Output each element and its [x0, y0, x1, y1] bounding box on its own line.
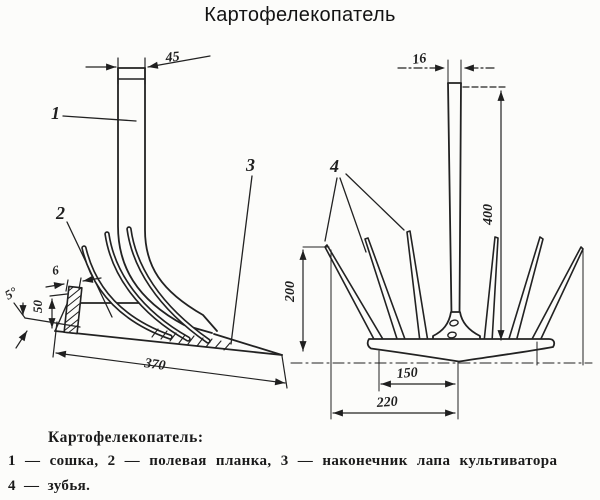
bolt-hole-lower	[447, 331, 457, 339]
tine-shading	[151, 328, 231, 351]
dim-angle-text: 5°	[2, 283, 20, 302]
part-label-1: 1	[51, 103, 60, 123]
caption-parts-line: 1 — сошка, 2 — полевая планка, 3 — након…	[8, 453, 558, 469]
caption-teeth-line: 4 — зубья.	[8, 478, 91, 494]
dim-400: 400	[462, 86, 508, 341]
tooth-right-outer	[530, 246, 584, 344]
dim-50-text: 50	[30, 300, 45, 314]
part-label-4: 4	[329, 156, 339, 176]
teeth-fan	[324, 230, 584, 344]
field-strap	[63, 285, 83, 335]
shaft-side	[117, 67, 218, 334]
dim-45: 45	[85, 50, 211, 85]
dim-6: 6	[45, 262, 102, 292]
dim-45-text: 45	[164, 50, 180, 66]
mounting-plate	[432, 311, 481, 342]
dim-150: 150	[380, 366, 456, 388]
dim-220-text: 220	[375, 395, 398, 411]
front-view: 16 400 200	[283, 51, 593, 420]
dim-200-text: 200	[283, 281, 298, 303]
dim-400-text: 400	[481, 204, 496, 226]
shaft-front	[447, 82, 462, 316]
tooth-right-mid	[507, 236, 544, 343]
dim-150-text: 150	[396, 366, 418, 382]
base-bar	[366, 338, 556, 363]
dim-16: 16	[397, 51, 495, 85]
tooth-right-inner	[483, 236, 499, 343]
dim-6-text: 6	[51, 262, 60, 278]
dim-370: 370	[52, 321, 288, 389]
tooth-left-inner	[406, 230, 429, 343]
extension-lines	[330, 248, 584, 420]
bolt-hole-upper	[449, 319, 459, 327]
dim-16-text: 16	[411, 51, 427, 68]
dim-220: 220	[332, 395, 456, 417]
part-label-2: 2	[55, 203, 65, 223]
figure-title: Картофелекопатель	[204, 4, 396, 26]
caption-heading: Картофелекопатель:	[48, 429, 204, 446]
side-view: 45 6 50 5°	[2, 50, 288, 389]
part-label-4-group: 4	[324, 156, 405, 253]
part-label-3: 3	[245, 155, 255, 175]
dim-370-text: 370	[142, 356, 166, 374]
tines-side	[81, 226, 211, 344]
part-labels-side: 1 2 3	[51, 103, 255, 345]
dim-200: 200	[283, 246, 330, 352]
dim-50: 50	[30, 293, 68, 329]
